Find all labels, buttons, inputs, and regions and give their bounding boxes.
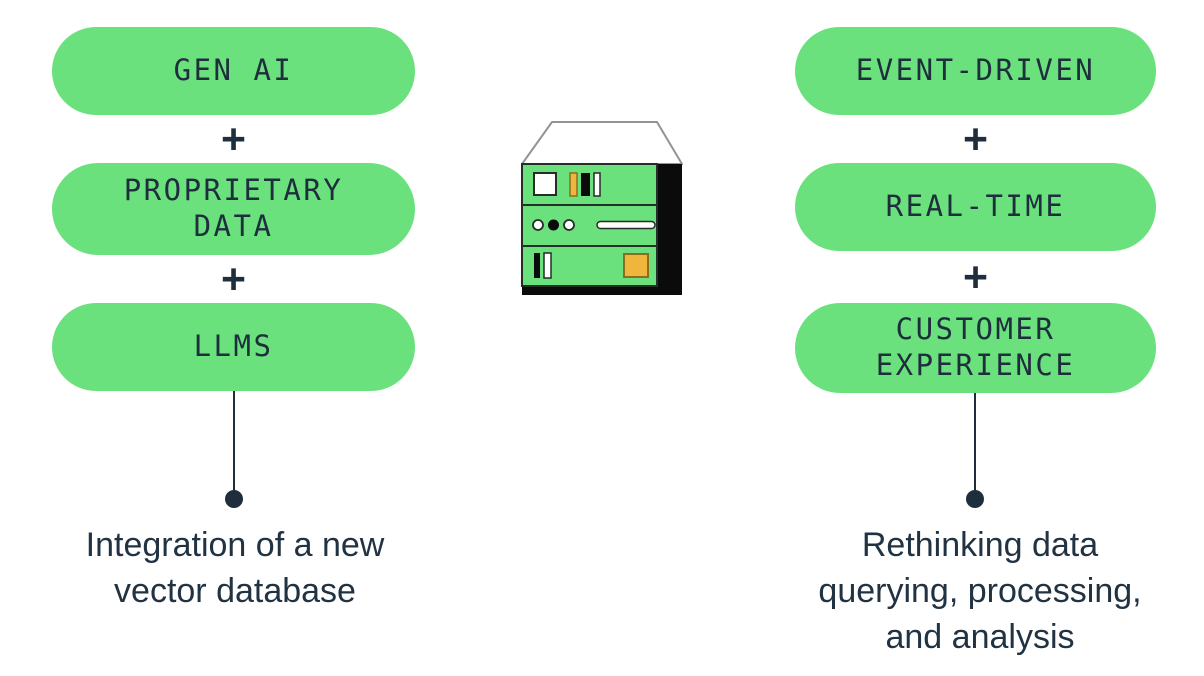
pill-gen-ai-label: GEN AI (173, 53, 294, 88)
pill-llms: LLMS (52, 303, 415, 391)
server-bar-black (534, 253, 540, 278)
pill-customer-experience-label: CUSTOMER EXPERIENCE (875, 312, 1076, 382)
right-connector (965, 393, 985, 508)
server-bar-white (593, 172, 601, 197)
left-caption: Integration of a new vector database (85, 526, 385, 610)
left-connector-line (232, 391, 236, 491)
right-connector-dot (966, 490, 984, 508)
server-bottom-shadow (522, 286, 682, 295)
server-button-orange (623, 253, 649, 278)
server-bar-white (543, 252, 552, 279)
pill-customer-experience: CUSTOMER EXPERIENCE (795, 303, 1156, 393)
server-light-on (548, 219, 559, 231)
server-bar-black (581, 173, 590, 196)
pill-real-time-label: REAL-TIME (885, 189, 1066, 224)
server-disk-slot (596, 220, 656, 230)
pill-event-driven: EVENT-DRIVEN (795, 27, 1156, 115)
right-connector-line (973, 393, 977, 491)
server-light (563, 219, 575, 231)
server-illustration (521, 121, 683, 295)
plus-sign: + (221, 116, 246, 162)
pill-proprietary-data: PROPRIETARY DATA (52, 163, 415, 255)
server-lid (521, 121, 683, 165)
pill-proprietary-data-label: PROPRIETARY DATA (123, 173, 344, 243)
plus-sign: + (963, 116, 988, 162)
server-light (532, 219, 544, 231)
left-connector (224, 391, 244, 508)
plus-sign: + (221, 256, 246, 302)
server-drive-slot (533, 172, 557, 196)
server-side-shadow (657, 164, 682, 295)
left-connector-dot (225, 490, 243, 508)
pill-gen-ai: GEN AI (52, 27, 415, 115)
server-bar-orange (569, 172, 578, 197)
pill-llms-label: LLMS (193, 329, 274, 364)
plus-sign: + (963, 254, 988, 300)
pill-real-time: REAL-TIME (795, 163, 1156, 251)
right-caption: Rethinking data querying, processing, an… (818, 526, 1142, 656)
pill-event-driven-label: EVENT-DRIVEN (855, 53, 1096, 88)
